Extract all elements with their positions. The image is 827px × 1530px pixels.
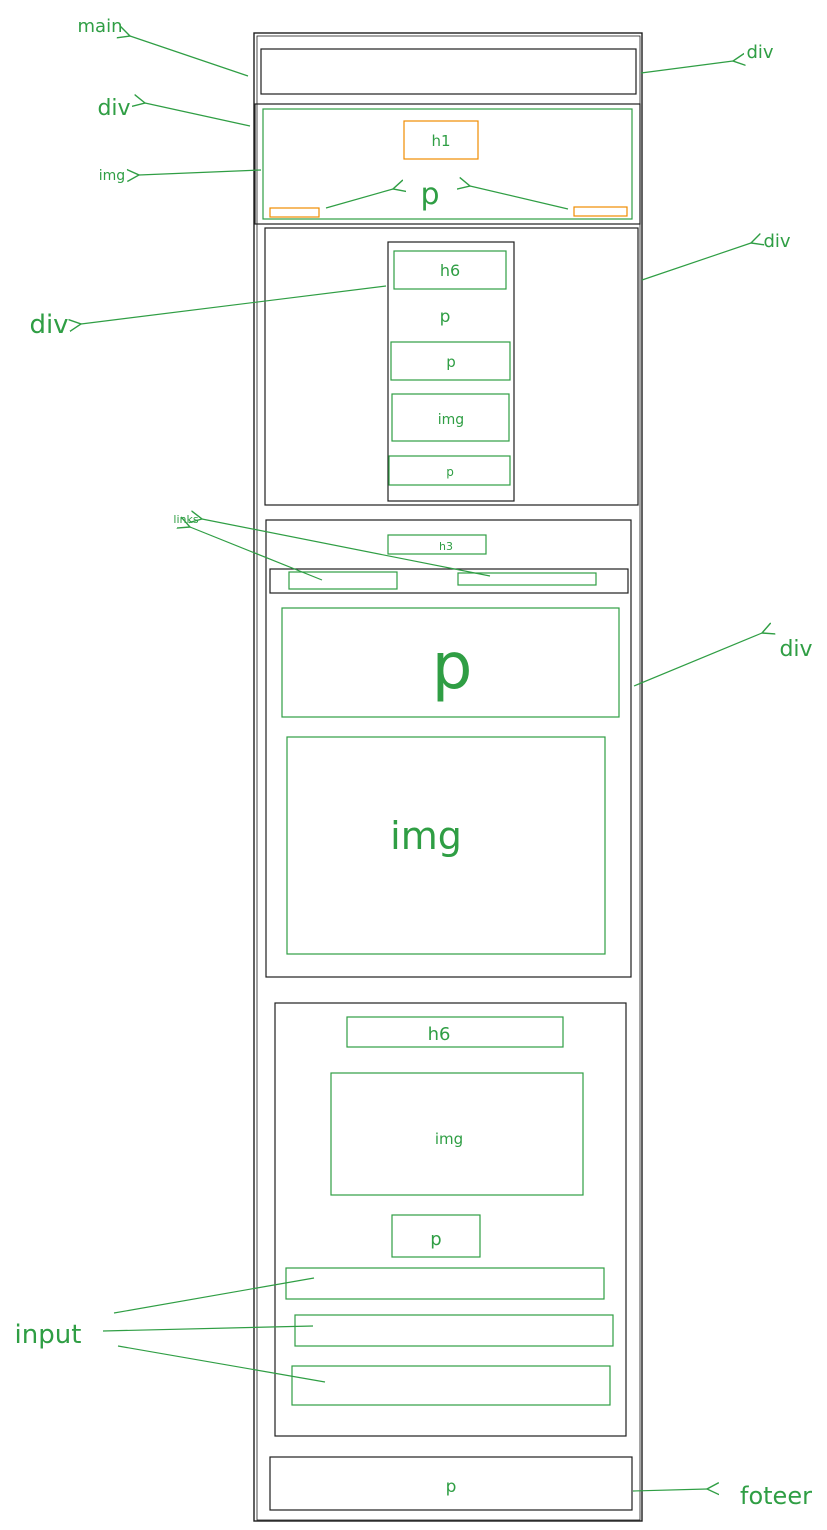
arrow-input-2 — [102, 1325, 314, 1332]
form-img-box — [330, 1072, 584, 1196]
label-div-right-2: div — [763, 231, 790, 252]
hero-p-text: p — [420, 177, 439, 212]
form-div-outer — [274, 1002, 627, 1437]
arrow-div-left-2 — [81, 285, 387, 324]
arrow-main — [130, 36, 249, 77]
hero-right-small-box — [573, 206, 628, 217]
card-div-outer — [264, 227, 639, 506]
card-div-inner — [387, 241, 515, 502]
card-p1-text: p — [440, 307, 451, 327]
arrow-div-top-right — [640, 61, 733, 74]
footer-p-text: p — [446, 1477, 457, 1497]
hero-arrow-left — [325, 189, 393, 209]
card-p2-text: p — [446, 353, 456, 371]
article-links-bar — [269, 568, 629, 594]
arrow-div-right-3 — [633, 633, 762, 687]
card-p3-text: p — [446, 465, 454, 479]
article-img-box — [286, 736, 606, 955]
card-img-box — [391, 393, 510, 442]
label-div-left-1: div — [97, 96, 130, 121]
hero-left-small-box — [269, 207, 320, 218]
card-h6-box — [393, 250, 507, 290]
form-input-3 — [291, 1365, 611, 1406]
arrow-footer — [632, 1489, 707, 1491]
article-link-1 — [288, 571, 398, 590]
arrow-div-right-2 — [641, 243, 751, 281]
arrow-input-1 — [113, 1277, 315, 1314]
article-p-text: p — [432, 630, 473, 704]
form-h6-text: h6 — [428, 1024, 451, 1045]
label-div-right-3: div — [779, 637, 812, 662]
hero-h1-text: h1 — [431, 132, 450, 150]
label-input: input — [15, 1320, 82, 1350]
arrow-links-2 — [202, 519, 491, 577]
main-container — [253, 32, 643, 1522]
article-link-2 — [457, 572, 597, 586]
label-img-left: img — [99, 168, 125, 184]
article-h3-text: h3 — [439, 540, 453, 553]
hero-img-box — [262, 108, 633, 220]
hero-arrow-right — [470, 186, 569, 210]
article-div-outer — [265, 519, 632, 978]
article-h3-box — [387, 534, 487, 555]
form-img-text: img — [435, 1130, 463, 1148]
hero-h1-box — [403, 120, 479, 160]
form-p-box — [391, 1214, 481, 1258]
footer-box — [269, 1456, 633, 1511]
form-input-2 — [294, 1314, 614, 1347]
main-container-sketch — [256, 35, 641, 1521]
card-p3-box — [388, 455, 511, 486]
label-div-top-right: div — [746, 42, 773, 63]
arrow-img-left — [139, 170, 262, 175]
form-p-text: p — [430, 1229, 441, 1250]
label-main: main — [78, 16, 123, 37]
card-h6-text: h6 — [440, 261, 460, 280]
label-div-left-2: div — [29, 310, 68, 340]
arrow-input-3 — [117, 1345, 326, 1383]
card-img-text: img — [438, 412, 464, 428]
form-h6-box — [346, 1016, 564, 1048]
article-p-box — [281, 607, 620, 718]
article-img-text: img — [390, 814, 462, 858]
top-div-box — [260, 48, 637, 95]
hero-div-outer — [254, 103, 641, 225]
arrow-div-left-1 — [145, 103, 251, 127]
card-p2-box — [390, 341, 511, 381]
label-footer: foteer — [740, 1482, 812, 1510]
arrow-links-1 — [190, 527, 323, 581]
label-links: links — [173, 513, 198, 526]
form-input-1 — [285, 1267, 605, 1300]
